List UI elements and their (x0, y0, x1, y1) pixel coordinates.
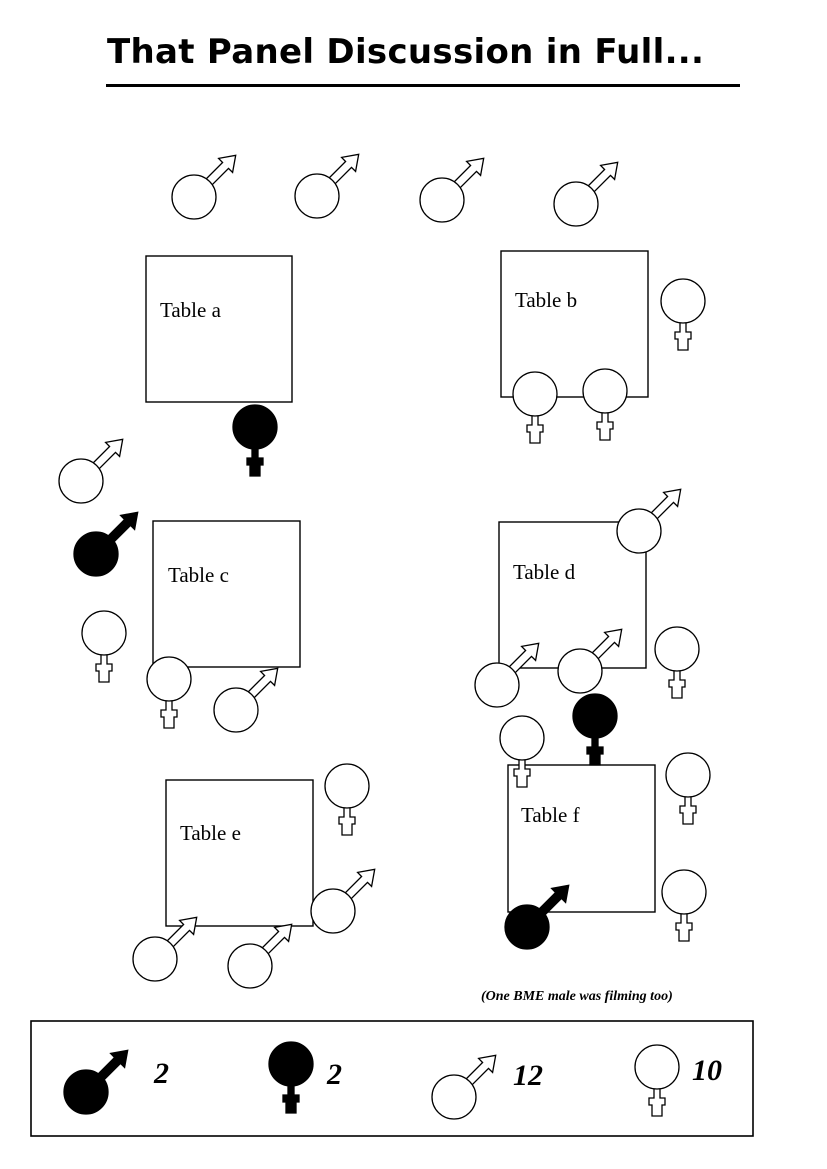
table-d-label: Table d (513, 560, 576, 584)
table-e-box (165, 779, 314, 927)
bme-male-icon (73, 511, 139, 577)
legend-male-outline-icon (431, 1054, 497, 1120)
legend-count-bme-female: 2 (326, 1058, 342, 1091)
white-female-icon (582, 368, 628, 441)
white-female-icon (660, 278, 706, 351)
filming-note: (One BME male was filming too) (481, 989, 673, 1004)
attendees (58, 153, 711, 989)
table-b: Table b (500, 250, 649, 398)
white-male-icon (310, 868, 376, 934)
white-male-icon (213, 667, 279, 733)
bme-female-icon (232, 404, 278, 477)
table-d: Table d (498, 521, 647, 669)
legend-female-filled-icon (268, 1041, 314, 1114)
white-male-icon (553, 161, 619, 227)
white-female-icon (499, 715, 545, 788)
legend-count-white-male: 12 (513, 1059, 543, 1092)
white-female-icon (81, 610, 127, 683)
white-female-icon (661, 869, 707, 942)
table-c-label: Table c (168, 563, 229, 587)
white-male-icon (171, 154, 237, 220)
bme-male-icon (504, 884, 570, 950)
white-male-icon (474, 642, 540, 708)
table-a: Table a (145, 255, 293, 403)
table-e: Table e (165, 779, 314, 927)
table-a-label: Table a (160, 298, 222, 322)
legend-male-filled-icon (63, 1049, 129, 1115)
white-male-icon (616, 488, 682, 554)
legend-box (30, 1020, 754, 1137)
legend-count-white-female: 10 (692, 1054, 722, 1087)
legend-count-bme-male: 2 (153, 1057, 169, 1090)
white-female-icon (324, 763, 370, 836)
white-male-icon (227, 923, 293, 989)
table-e-label: Table e (180, 821, 241, 845)
legend-female-outline-icon (634, 1044, 680, 1117)
page-title: That Panel Discussion in Full... (107, 32, 705, 72)
white-female-icon (146, 656, 192, 729)
table-f-label: Table f (521, 803, 580, 827)
table-f: Table f (507, 764, 656, 913)
white-female-icon (665, 752, 711, 825)
legend: 2 2 12 10 (30, 1020, 754, 1137)
white-male-icon (58, 438, 124, 504)
bme-female-icon (572, 693, 618, 766)
white-female-icon (512, 371, 558, 444)
white-female-icon (654, 626, 700, 699)
table-a-box (145, 255, 293, 403)
table-b-box (500, 250, 649, 398)
white-male-icon (294, 153, 360, 219)
white-male-icon (557, 628, 623, 694)
table-c-box (152, 520, 301, 668)
white-male-icon (132, 916, 198, 982)
white-male-icon (419, 157, 485, 223)
title-underline (106, 84, 740, 87)
table-c: Table c (152, 520, 301, 668)
table-d-box (498, 521, 647, 669)
table-b-label: Table b (515, 288, 577, 312)
table-f-box (507, 764, 656, 913)
